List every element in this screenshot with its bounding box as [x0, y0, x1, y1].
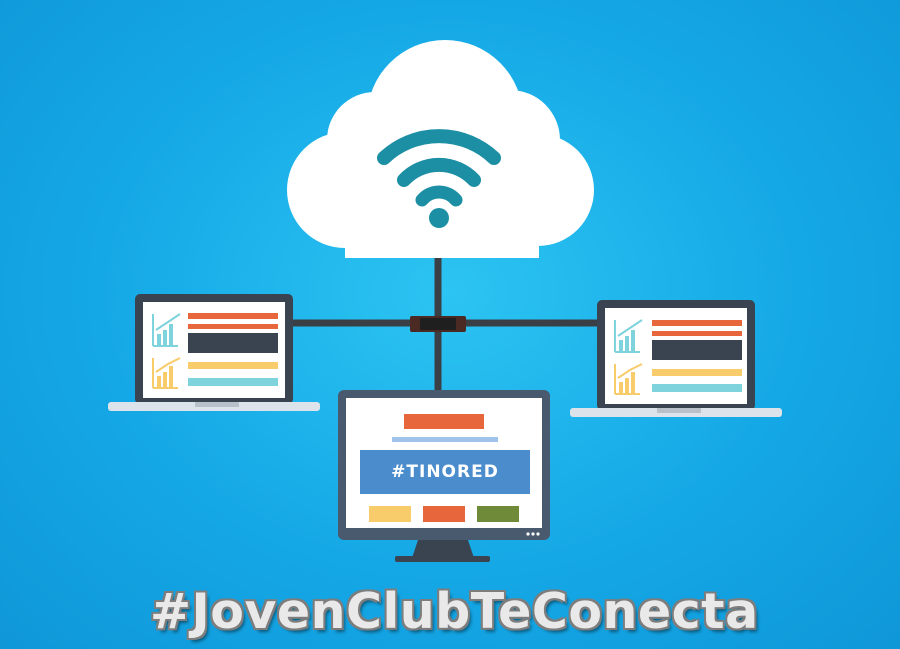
caption-hashtag: #JovenClubTeConecta — [150, 583, 759, 640]
network-hub-icon — [410, 316, 466, 332]
bar-chart-icon — [614, 363, 643, 395]
bar-chart-icon — [152, 357, 181, 389]
wifi-icon — [377, 129, 501, 228]
bar-chart-icon — [614, 319, 643, 353]
bar-chart-icon — [152, 313, 181, 347]
desktop-monitor-icon — [338, 390, 550, 562]
laptop-icon — [570, 300, 782, 417]
laptop-icon — [108, 294, 320, 411]
monitor-tag-text: #TINORED — [391, 462, 499, 482]
